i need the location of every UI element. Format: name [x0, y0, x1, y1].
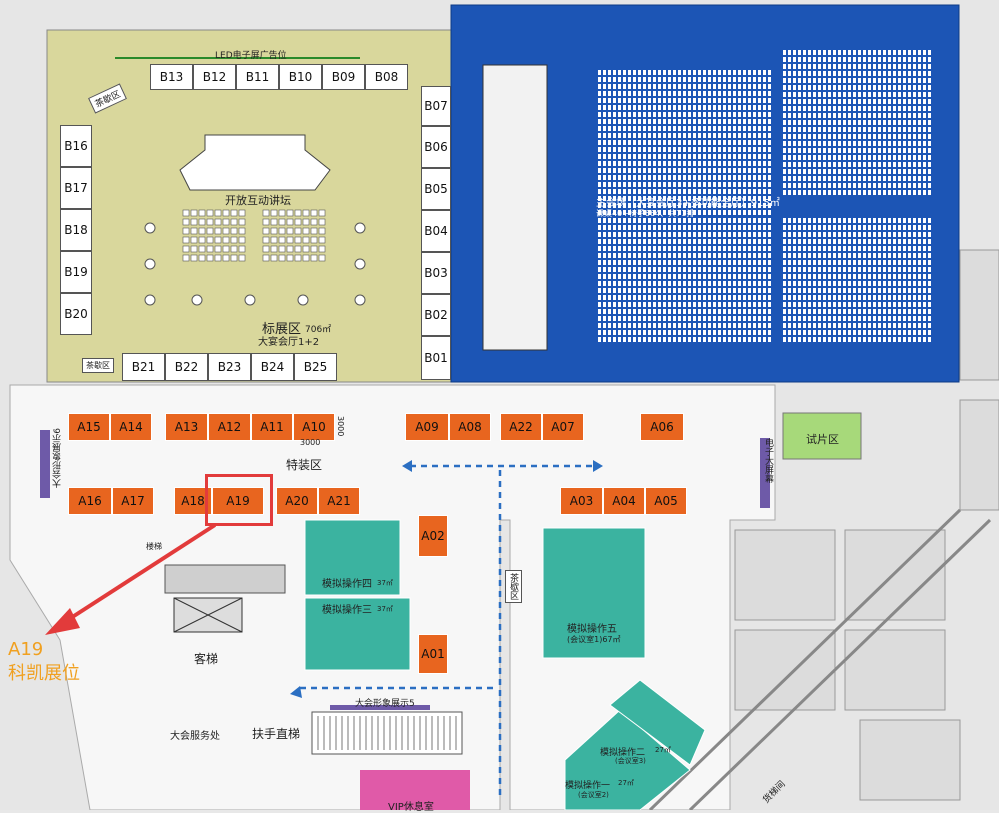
booth-b11[interactable]: B11 — [236, 64, 279, 90]
booth-b16[interactable]: B16 — [60, 125, 92, 167]
booth-b20[interactable]: B20 — [60, 293, 92, 335]
booth-a02[interactable]: A02 — [418, 515, 448, 557]
tea-break-label-2: 茶歇区 — [82, 358, 114, 373]
booth-b08[interactable]: B08 — [365, 64, 408, 90]
booth-b22[interactable]: B22 — [165, 353, 208, 381]
showcase-6-label: 大会形象展示6 — [53, 428, 63, 488]
booth-b09[interactable]: B09 — [322, 64, 365, 90]
booth-b12[interactable]: B12 — [193, 64, 236, 90]
a19-callout: A19 科凯展位 — [8, 638, 80, 686]
tea-break-label-3: 茶歇区 — [505, 570, 522, 603]
booth-b02[interactable]: B02 — [421, 294, 451, 336]
booth-a20[interactable]: A20 — [276, 487, 318, 515]
booth-a13[interactable]: A13 — [165, 413, 208, 441]
booth-a17[interactable]: A17 — [112, 487, 154, 515]
booth-a19[interactable]: A19 — [212, 487, 264, 515]
showcase-5-label: 大会形象展示5 — [355, 699, 415, 709]
sim-room-1-subtitle: (会议室2) — [578, 791, 609, 799]
booth-a22[interactable]: A22 — [500, 413, 542, 441]
sim-room-3-size: 37㎡ — [377, 605, 393, 613]
trial-area-label: 试片区 — [806, 433, 839, 446]
booth-a09[interactable]: A09 — [405, 413, 449, 441]
booth-b17[interactable]: B17 — [60, 167, 92, 209]
sim-room-2-subtitle: (会议室3) — [615, 757, 646, 765]
screen-label: 电子大屏幕 — [763, 438, 773, 483]
sim-room-1-size: 27㎡ — [618, 779, 634, 787]
led-screen-label: LED电子屏广告位 — [215, 51, 287, 61]
sim-room-2-size: 27㎡ — [655, 746, 671, 754]
vip-room-label: VIP休息室 — [388, 802, 434, 813]
booth-b21[interactable]: B21 — [122, 353, 165, 381]
booth-b23[interactable]: B23 — [208, 353, 251, 381]
booth-b05[interactable]: B05 — [421, 168, 451, 210]
booth-a07[interactable]: A07 — [542, 413, 584, 441]
elevator-label: 客梯 — [194, 652, 219, 666]
booth-a05[interactable]: A05 — [645, 487, 687, 515]
sim-room-4-size: 37㎡ — [377, 579, 393, 587]
standard-area-hall: 大宴会厅1+2 — [258, 337, 320, 348]
dimension-label: 3000 — [300, 438, 321, 447]
booth-a15[interactable]: A15 — [68, 413, 110, 441]
booth-a21[interactable]: A21 — [318, 487, 360, 515]
main-hall-subtitle: 课桌40+椅子664、共71排 — [596, 209, 695, 218]
booth-b06[interactable]: B06 — [421, 126, 451, 168]
special-area-label: 特装区 — [286, 458, 323, 472]
booth-b01[interactable]: B01 — [421, 336, 451, 380]
booth-a04[interactable]: A04 — [603, 487, 645, 515]
sim-room-4-label: 模拟操作四 — [322, 579, 372, 590]
booth-b03[interactable]: B03 — [421, 252, 451, 294]
a19-highlight-box — [205, 474, 273, 526]
sim-room-1-label: 模拟操作一 — [565, 781, 611, 791]
booth-a11[interactable]: A11 — [251, 413, 293, 441]
booth-a01[interactable]: A01 — [418, 634, 448, 674]
booth-a10[interactable]: A10 — [293, 413, 335, 441]
booth-b25[interactable]: B25 — [294, 353, 337, 381]
booth-b18[interactable]: B18 — [60, 209, 92, 251]
booth-a08[interactable]: A08 — [449, 413, 491, 441]
booth-b13[interactable]: B13 — [150, 64, 193, 90]
booth-b24[interactable]: B24 — [251, 353, 294, 381]
callout-booth-code: A19 — [8, 639, 44, 660]
main-hall-label: 主会场（大宴会厅3+多功能全厅）915㎡ — [596, 198, 780, 209]
standard-area-label: 标展区 — [262, 322, 302, 337]
callout-booth-owner: 科凯展位 — [8, 663, 80, 684]
booth-b19[interactable]: B19 — [60, 251, 92, 293]
escalator-label: 扶手直梯 — [252, 727, 301, 741]
standard-area-size: 706㎡ — [305, 325, 332, 335]
booth-a03[interactable]: A03 — [560, 487, 603, 515]
sim-room-5-label: 模拟操作五 — [567, 624, 617, 635]
booth-b10[interactable]: B10 — [279, 64, 322, 90]
stair-label: 楼梯 — [146, 542, 162, 551]
sim-room-5-subtitle: (会议室1)67㎡ — [567, 635, 621, 644]
booth-a14[interactable]: A14 — [110, 413, 152, 441]
dimension-label-vertical: 3000 — [336, 416, 345, 437]
booth-b04[interactable]: B04 — [421, 210, 451, 252]
stage-label: 开放互动讲坛 — [225, 194, 291, 207]
sim-room-2-label: 模拟操作二 — [600, 748, 646, 758]
sim-room-3-label: 模拟操作三 — [322, 605, 372, 616]
booth-b07[interactable]: B07 — [421, 86, 451, 126]
booth-a06[interactable]: A06 — [640, 413, 684, 441]
booth-a16[interactable]: A16 — [68, 487, 112, 515]
service-desk-label: 大会服务处 — [170, 731, 220, 742]
booth-a12[interactable]: A12 — [208, 413, 251, 441]
